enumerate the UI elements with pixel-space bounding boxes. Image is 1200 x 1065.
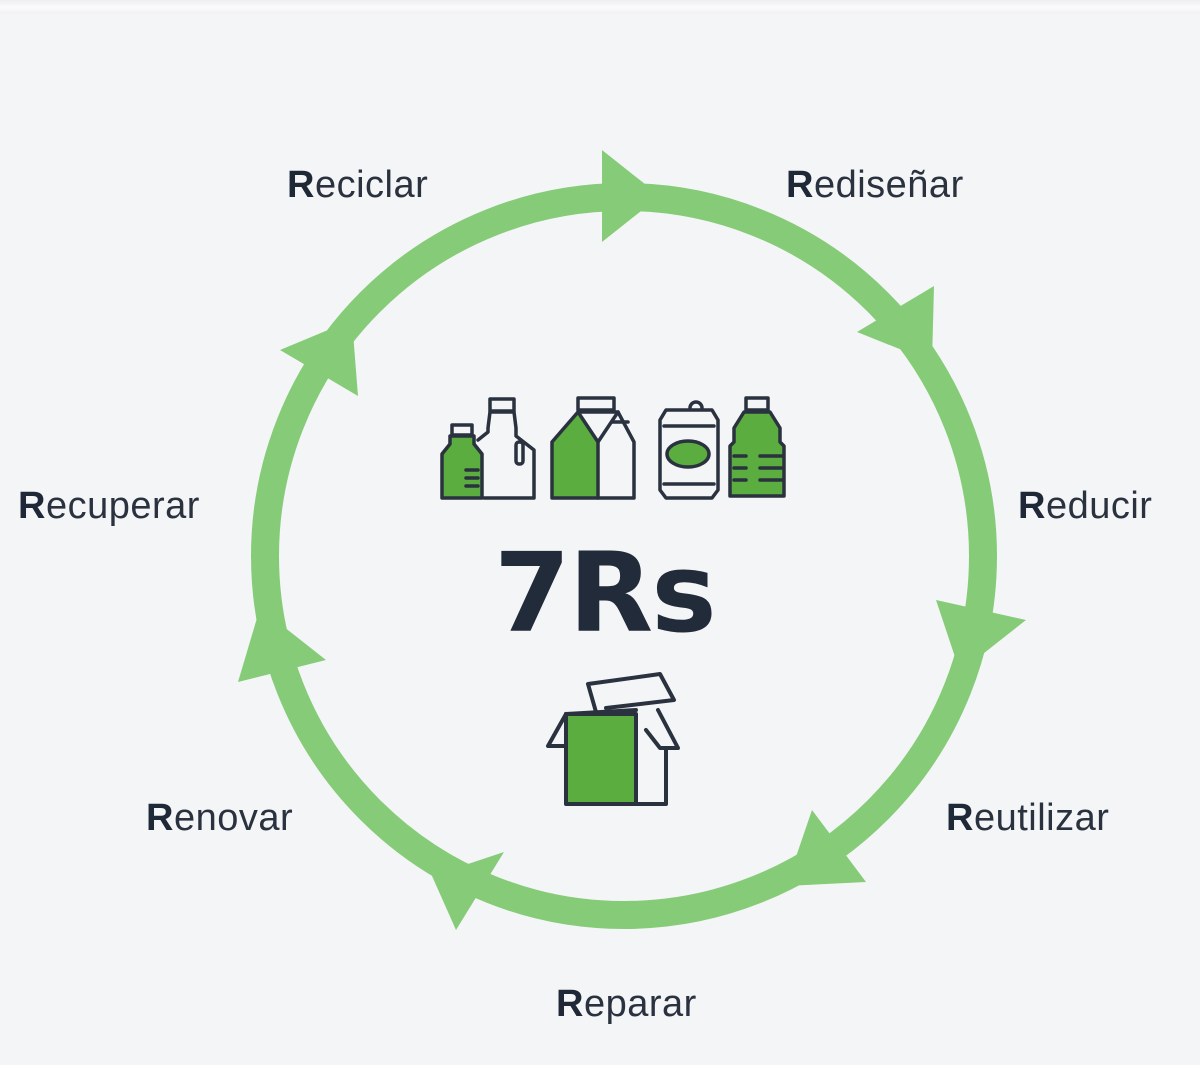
arrow-icon	[857, 286, 934, 362]
water-bottle-icon	[728, 396, 786, 498]
label-renovar: Renovar	[146, 797, 294, 839]
label-reducir: Reducir	[1018, 485, 1153, 527]
top-edge	[0, 0, 1200, 14]
arrow-icon	[786, 810, 866, 886]
arrow-icon	[238, 608, 326, 682]
label-redisenar: Rediseñar	[786, 164, 964, 206]
containers-icons	[440, 396, 786, 500]
label-recuperar: Recuperar	[18, 485, 200, 527]
open-box-icon	[546, 672, 680, 806]
arrow-icon	[602, 150, 660, 242]
arrow-icon	[432, 852, 504, 930]
label-reutilizar: Reutilizar	[946, 797, 1110, 839]
arrowheads	[238, 150, 1026, 930]
diagram-title: 7Rs	[494, 529, 717, 657]
label-reciclar: Reciclar	[287, 164, 429, 206]
milk-carton-icon	[550, 396, 636, 500]
label-reparar: Reparar	[556, 983, 697, 1025]
jug-icon	[476, 397, 536, 500]
small-bottle-icon	[440, 423, 484, 500]
arrow-icon	[936, 600, 1026, 672]
can-icon	[658, 400, 720, 500]
arrow-icon	[280, 320, 358, 396]
